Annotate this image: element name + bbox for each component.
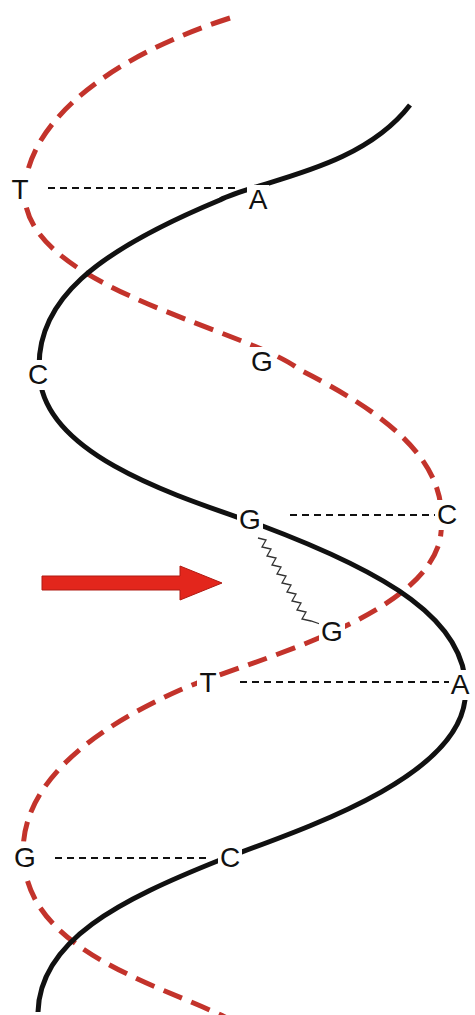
base-pair-bond (240, 681, 452, 683)
base-pair-bond (48, 187, 238, 189)
crosslink-bond (258, 538, 320, 624)
base-letter: C (435, 500, 459, 530)
base-letter: G (237, 505, 263, 535)
base-pair-bond (55, 857, 208, 859)
base-letter: G (249, 347, 275, 377)
base-letter: A (247, 185, 270, 215)
base-letter: G (319, 617, 345, 647)
base-letter: T (9, 175, 30, 205)
base-letter: T (197, 668, 218, 698)
base-letter: G (12, 843, 38, 873)
base-letter: A (449, 670, 472, 700)
base-pair-bond (290, 514, 438, 516)
base-letter: C (26, 360, 50, 390)
pointer-arrow (42, 566, 222, 600)
black-strand (38, 105, 466, 1012)
base-letter: C (218, 843, 242, 873)
